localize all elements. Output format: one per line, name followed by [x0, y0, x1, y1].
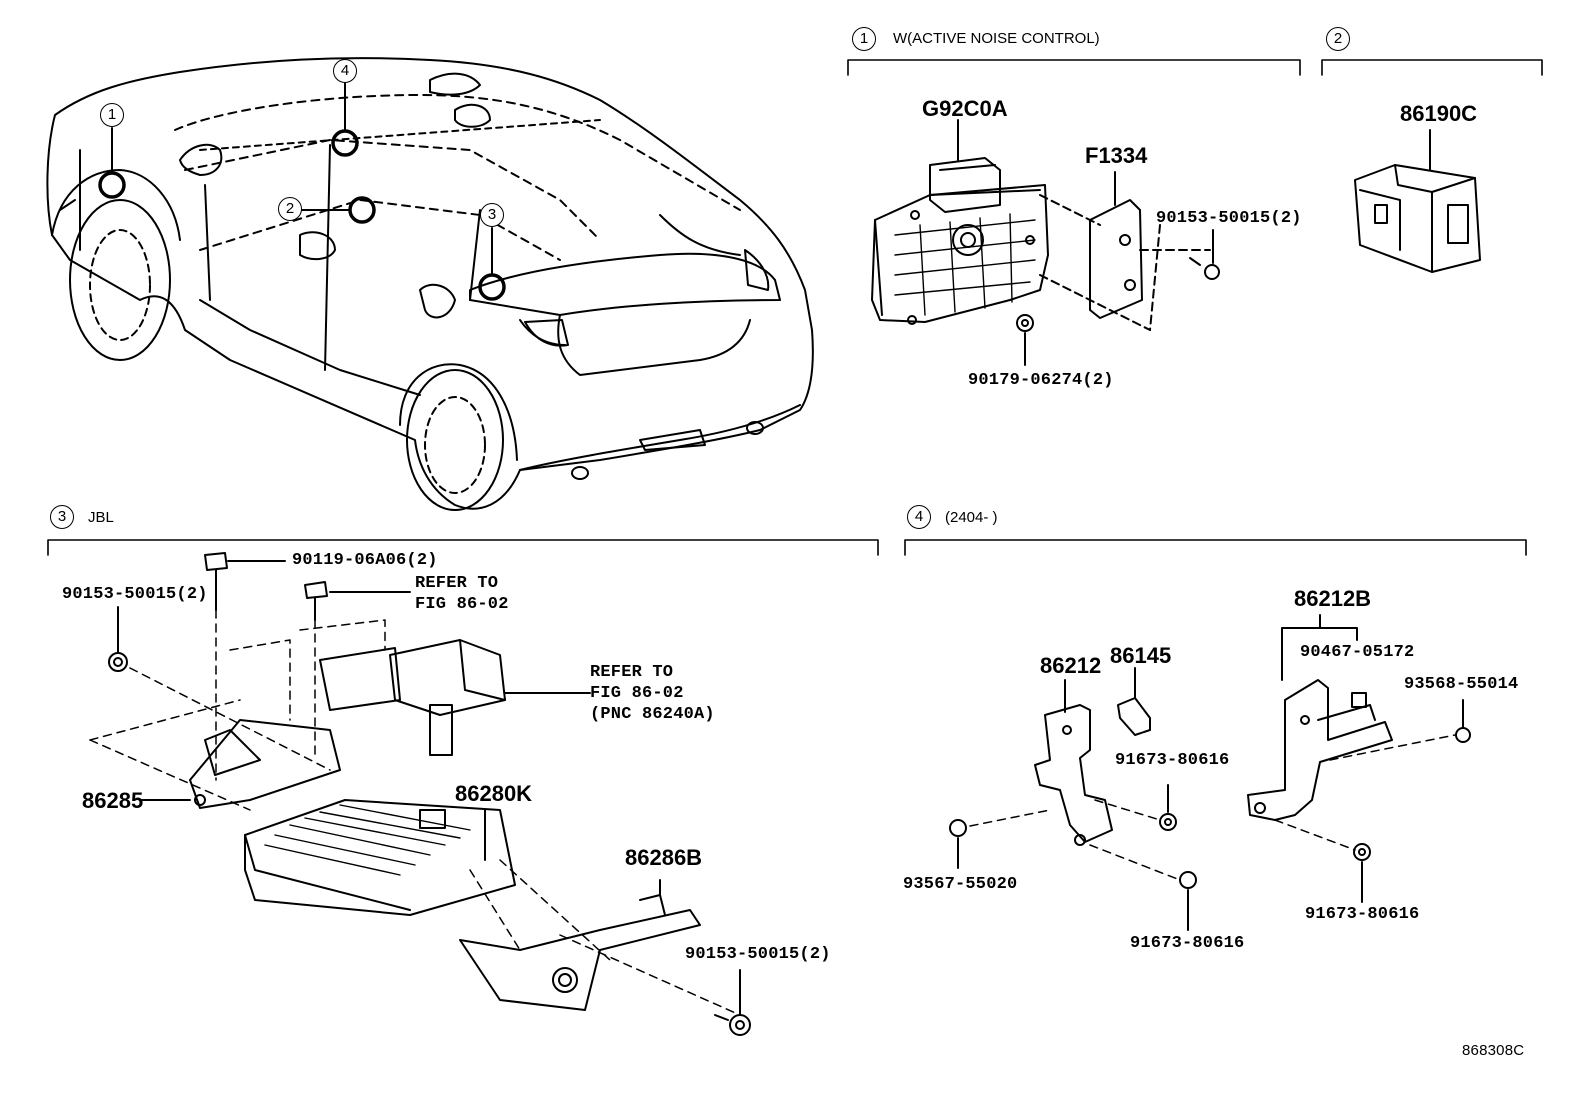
- nut-90179: [1016, 314, 1034, 366]
- refer-note-1-line1: REFER TO: [415, 574, 499, 593]
- bracket-f1334-drawing: [1089, 171, 1211, 331]
- section-3-number-badge: 3: [50, 505, 74, 529]
- part-label-91673-lower: 91673-80616: [1130, 934, 1245, 953]
- vehicle-callout-2: 2: [278, 197, 302, 221]
- vehicle-callout-markers: [98, 82, 506, 301]
- part-label-90153-section1: 90153-50015(2): [1156, 209, 1302, 228]
- part-label-f1334: F1334: [1085, 143, 1148, 168]
- refer-note-1-line2: FIG 86-02: [415, 595, 509, 614]
- section-2-number-badge: 2: [1326, 27, 1350, 51]
- vehicle-callout-4: 4: [333, 59, 357, 83]
- part-label-86212: 86212: [1040, 653, 1102, 678]
- vehicle-illustration: [46, 57, 814, 511]
- refer-note-2-line1: REFER TO: [590, 663, 674, 682]
- part-label-86280k: 86280K: [455, 781, 533, 806]
- part-label-86190c: 86190C: [1400, 101, 1478, 126]
- part-label-91673-upper: 91673-80616: [1115, 751, 1230, 770]
- part-label-90467: 90467-05172: [1300, 643, 1415, 662]
- bracket-assembly-2404-drawing: [949, 614, 1471, 931]
- switch-86190c-drawing: [1354, 129, 1481, 273]
- part-label-90153-section3-bottom: 90153-50015(2): [685, 945, 831, 964]
- vehicle-callout-3: 3: [480, 203, 504, 227]
- bolt-90153-section1: [1189, 229, 1220, 280]
- section-1-number-badge: 1: [852, 27, 876, 51]
- section-1-title: W(ACTIVE NOISE CONTROL): [893, 30, 1100, 47]
- part-label-g92c0a: G92C0A: [922, 96, 1008, 121]
- section-4-number-badge: 4: [907, 505, 931, 529]
- section-brackets: [47, 59, 1543, 556]
- part-label-90153-section3-top: 90153-50015(2): [62, 585, 208, 604]
- figure-id: 868308C: [1462, 1042, 1525, 1059]
- refer-note-2-line2: FIG 86-02: [590, 684, 684, 703]
- part-label-91673-right: 91673-80616: [1305, 905, 1420, 924]
- part-label-90179: 90179-06274(2): [968, 371, 1114, 390]
- part-label-93567: 93567-55020: [903, 875, 1018, 894]
- vehicle-callout-1: 1: [100, 103, 124, 127]
- part-label-86145: 86145: [1110, 643, 1172, 668]
- part-label-90119: 90119-06A06(2): [292, 551, 438, 570]
- part-label-86285: 86285: [82, 788, 144, 813]
- part-label-86212b: 86212B: [1294, 586, 1372, 611]
- jbl-assembly-drawing: [89, 552, 751, 1036]
- refer-note-2-line3: (PNC 86240A): [590, 705, 715, 724]
- section-3-title: JBL: [88, 509, 114, 526]
- section-4-title: (2404- ): [945, 509, 998, 526]
- part-label-93568: 93568-55014: [1404, 675, 1519, 694]
- part-label-86286b: 86286B: [625, 845, 703, 870]
